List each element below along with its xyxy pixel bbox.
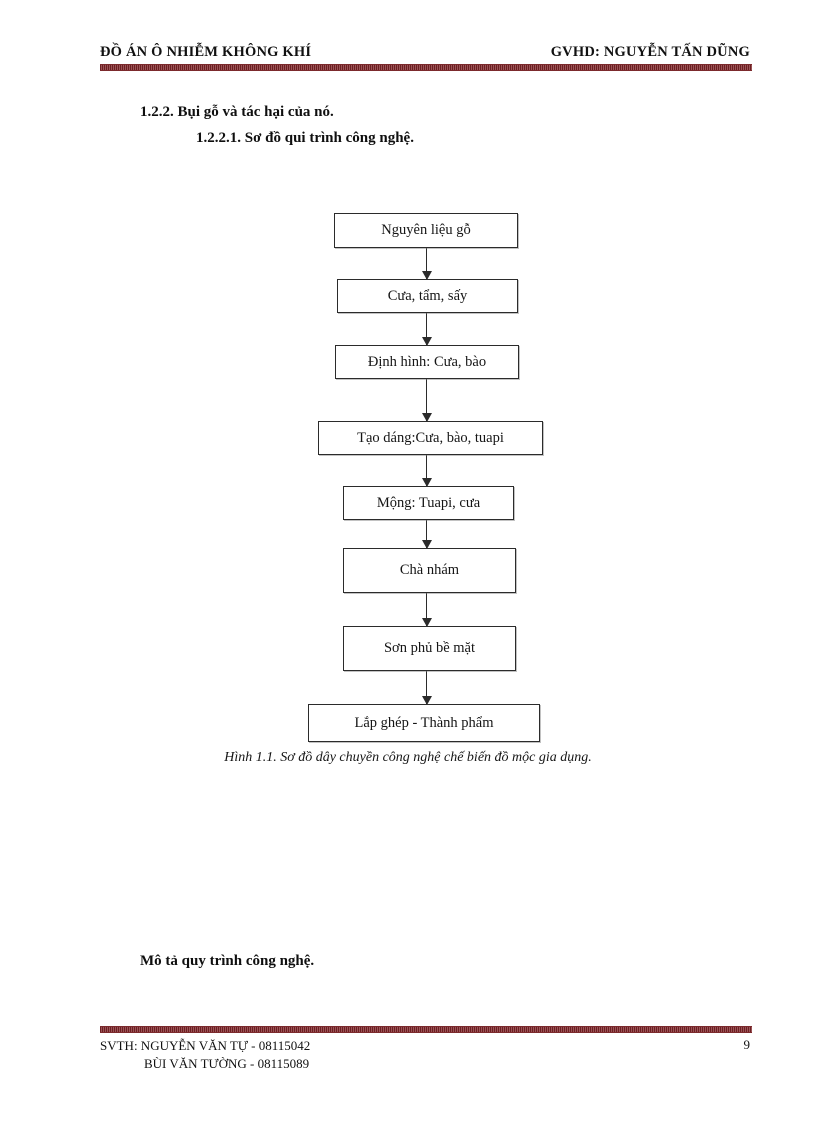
footer-student-line-2: BÙI VĂN TƯỜNG - 08115089 [144, 1055, 310, 1071]
flow-node: Cưa, tẩm, sấy [337, 279, 518, 313]
flow-node: Nguyên liệu gỗ [334, 213, 518, 248]
flow-node: Sơn phủ bề mặt [343, 626, 516, 671]
page-header: ĐỒ ÁN Ô NHIỄM KHÔNG KHÍ GVHD: NGUYỄN TẤN… [100, 44, 752, 71]
flow-node: Tạo dáng:Cưa, bào, tuapi [318, 421, 543, 455]
flow-arrow-7 [421, 671, 432, 705]
header-divider-rule [100, 64, 752, 71]
section-heading: 1.2.2. Bụi gỗ và tác hại của nó. [140, 104, 334, 120]
flow-arrow-6 [421, 593, 432, 627]
flow-node: Định hình: Cưa, bào [335, 345, 519, 379]
subsection-heading: 1.2.2.1. Sơ đồ qui trình công nghệ. [196, 130, 414, 146]
footer-divider-rule [100, 1026, 752, 1033]
figure-caption: Hình 1.1. Sơ đồ dây chuyền công nghệ chế… [224, 750, 592, 765]
page-number: 9 [743, 1037, 751, 1052]
flow-arrow-1 [421, 248, 432, 280]
footer-student-line-1: SVTH: NGUYỄN VĂN TỰ - 08115042 [100, 1038, 311, 1053]
header-row: ĐỒ ÁN Ô NHIỄM KHÔNG KHÍ GVHD: NGUYỄN TẤN… [100, 44, 752, 61]
flow-arrow-4 [421, 455, 432, 487]
footer-student-names: SVTH: NGUYỄN VĂN TỰ - 08115042 BÙI VĂN T… [100, 1037, 310, 1072]
flow-node: Chà nhám [343, 548, 516, 593]
flow-arrow-3 [421, 379, 432, 422]
header-title-right: GVHD: NGUYỄN TẤN DŨNG [550, 44, 750, 60]
footer-row: SVTH: NGUYỄN VĂN TỰ - 08115042 BÙI VĂN T… [100, 1037, 752, 1072]
flow-node: Mộng: Tuapi, cưa [343, 486, 514, 520]
flow-node: Lắp ghép - Thành phẩm [308, 704, 540, 742]
flow-arrow-2 [421, 313, 432, 346]
flow-arrow-5 [421, 520, 432, 549]
page-footer: SVTH: NGUYỄN VĂN TỰ - 08115042 BÙI VĂN T… [100, 1026, 752, 1072]
header-title-left: ĐỒ ÁN Ô NHIỄM KHÔNG KHÍ [100, 44, 312, 60]
body-note-text: Mô tả quy trình công nghệ. [140, 953, 315, 969]
